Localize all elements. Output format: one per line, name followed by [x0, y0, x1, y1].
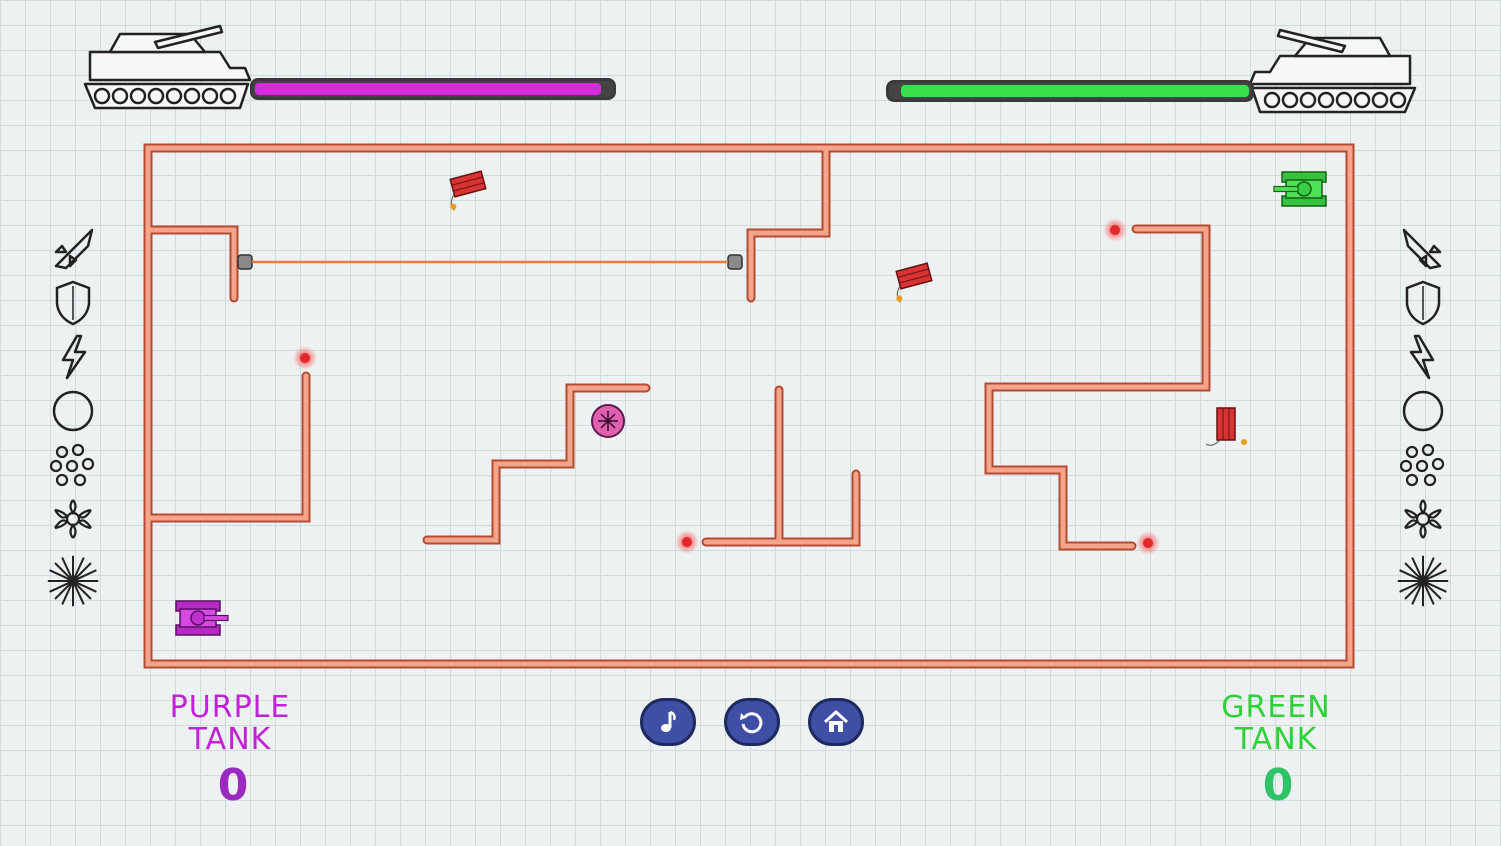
- purple-score: 0: [217, 760, 249, 811]
- starburst-icon: [46, 546, 100, 616]
- green-powerup-panel: [1396, 222, 1456, 616]
- shield-icon: [46, 276, 100, 330]
- laser-emitter-left: [237, 254, 253, 270]
- purple-powerup-panel: [46, 222, 106, 616]
- shield-icon: [1396, 276, 1450, 330]
- mine: [1136, 531, 1160, 555]
- mine: [293, 346, 317, 370]
- restart-icon: [740, 712, 763, 734]
- purple-health-fill: [255, 83, 601, 95]
- rocket-icon: [1396, 222, 1450, 276]
- home-icon: [823, 710, 849, 732]
- lightning-icon: [46, 330, 100, 384]
- restart-button[interactable]: [724, 698, 780, 746]
- purple-label-line1: PURPLE: [169, 690, 291, 725]
- green-health-bar: [886, 80, 1254, 102]
- green-health-fill: [901, 85, 1249, 97]
- green-tank-portrait-icon: [1248, 28, 1417, 114]
- mine: [675, 530, 699, 554]
- circle-icon: [46, 384, 100, 438]
- dynamite-icon: [1205, 407, 1247, 446]
- purple-tank: [175, 600, 229, 636]
- starburst-icon: [1396, 546, 1450, 616]
- lightning-icon: [1396, 330, 1450, 384]
- mines: [293, 218, 1160, 555]
- dynamite-icon: [449, 170, 487, 211]
- dynamite-pickups: [449, 170, 1247, 446]
- cluster-icon: [1396, 438, 1450, 492]
- powerup-orb: [591, 404, 625, 438]
- music-button[interactable]: [640, 698, 696, 746]
- snowflake-icon: [1396, 492, 1450, 546]
- purple-tank-portrait-icon: [83, 24, 252, 110]
- snowflake-icon: [46, 492, 100, 546]
- mine: [1103, 218, 1127, 242]
- green-tank-label: GREEN TANK: [1196, 692, 1356, 756]
- green-tank: [1273, 171, 1327, 207]
- green-label-line1: GREEN: [1221, 690, 1331, 725]
- laser-emitter-right: [727, 254, 743, 270]
- purple-tank-label: PURPLE TANK: [150, 692, 310, 756]
- dynamite-icon: [895, 262, 933, 303]
- home-button[interactable]: [808, 698, 864, 746]
- circle-icon: [1396, 384, 1450, 438]
- cluster-icon: [46, 438, 100, 492]
- purple-label-line2: TANK: [188, 722, 272, 757]
- purple-health-bar: [250, 78, 616, 100]
- green-score: 0: [1262, 760, 1294, 811]
- laser-beam: [237, 254, 743, 270]
- maze-walls: [143, 143, 1355, 669]
- music-note-icon: [661, 710, 676, 732]
- green-label-line2: TANK: [1234, 722, 1318, 757]
- rocket-icon: [46, 222, 100, 276]
